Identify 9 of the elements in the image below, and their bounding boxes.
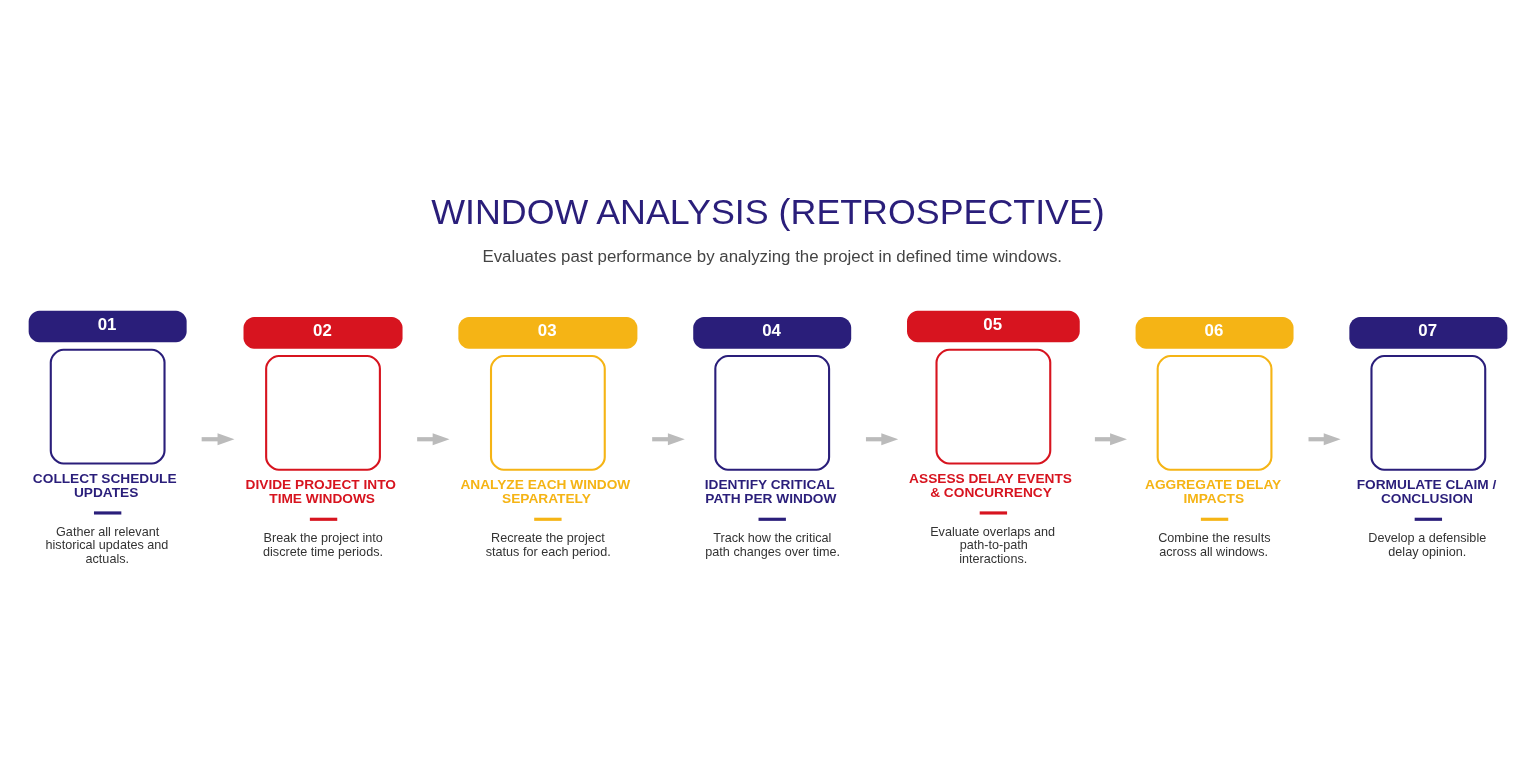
diagram-title: WINDOW ANALYSIS (RETROSPECTIVE) [431,191,1105,232]
label: Evaluates past performance by analyzing the project in defined time windows. [482,246,1062,266]
node-label: Recreate the project status for each period. [485,530,611,559]
node-label: Break the project into discrete time periods. [262,530,383,559]
node-label: Evaluate overlaps and path-to-path interactions. [930,524,1056,566]
node-label: Track how the critical path changes over time. [705,530,841,559]
node-label: Develop a defensible delay opinion. [1368,530,1487,559]
node-label: Gather all relevant historical updates and actuals. [45,524,169,566]
node-label: Combine the results across all windows. [1158,530,1271,559]
